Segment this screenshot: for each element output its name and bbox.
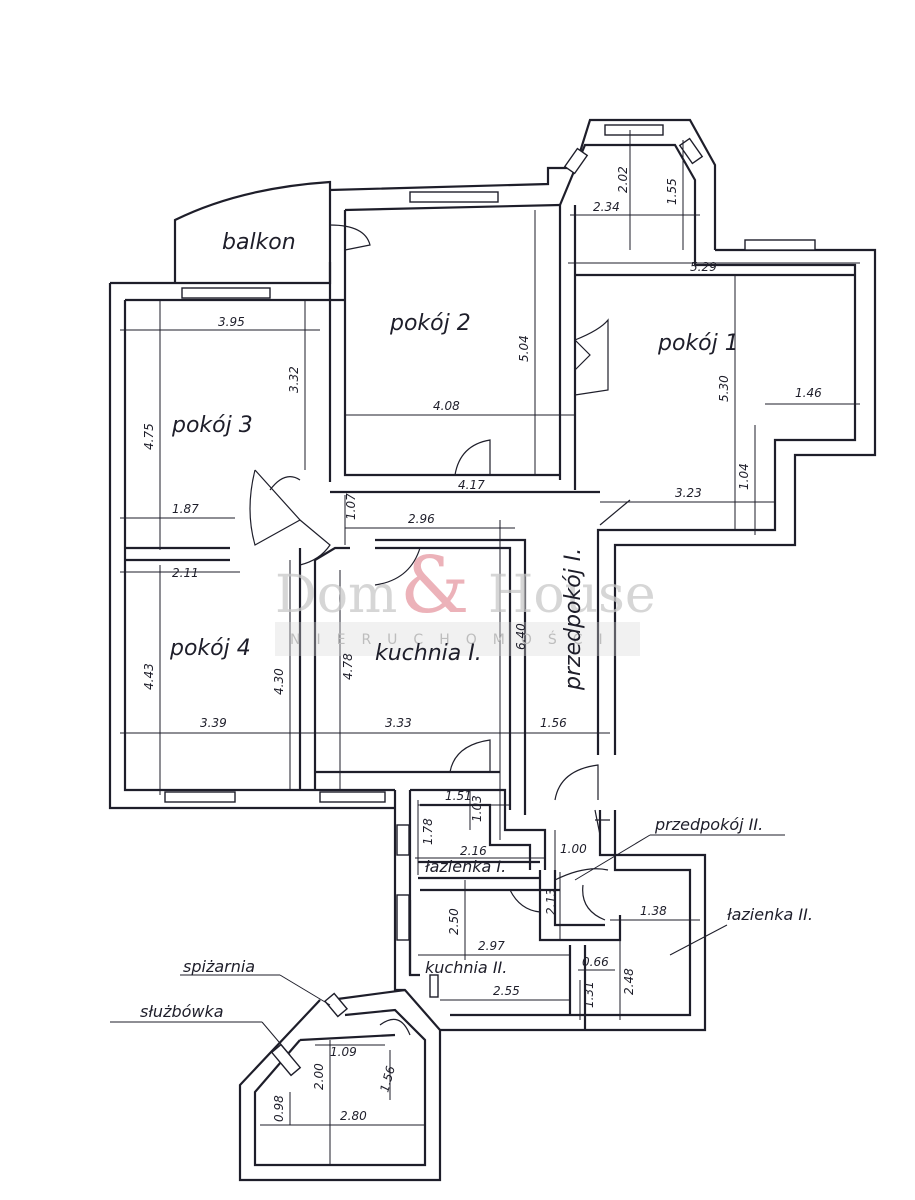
dim-0-66: 0.66 (582, 955, 609, 969)
dim-2-11: 2.11 (172, 566, 199, 580)
watermark-ampersand: & (400, 541, 469, 631)
windows (164, 124, 816, 1077)
dim-4-75: 4.75 (142, 423, 156, 450)
dim-1-56-hall: 1.56 (540, 716, 567, 730)
window (429, 974, 439, 998)
dim-1-03: 1.03 (470, 795, 484, 822)
dim-1-78: 1.78 (421, 818, 435, 845)
dim-1-38: 1.38 (640, 904, 667, 918)
room-label-pokoj-3: pokój 3 (171, 413, 253, 438)
room-label-lazienka-2: łazienka II. (727, 905, 813, 924)
room-label-przedpokoj-2: przedpokój II. (654, 815, 763, 834)
room-label-pokoj-4: pokój 4 (169, 636, 251, 661)
window (270, 1043, 302, 1077)
dim-3-95: 3.95 (218, 315, 245, 329)
room-labels: balkon pokój 2 pokój 1 pokój 3 pokój 4 k… (140, 230, 813, 1021)
dim-3-39: 3.39 (200, 716, 227, 730)
dim-3-32: 3.32 (287, 366, 301, 393)
dim-4-43: 4.43 (142, 663, 156, 690)
dim-2-80: 2.80 (340, 1109, 367, 1123)
dim-1-31: 1.31 (582, 981, 596, 1008)
dim-6-40: 6.40 (514, 623, 528, 650)
watermark-band (275, 622, 640, 656)
dim-2-55: 2.55 (493, 984, 520, 998)
dim-0-98: 0.98 (272, 1095, 286, 1122)
dim-2-16: 2.16 (460, 844, 487, 858)
dimension-lines (120, 130, 860, 1165)
dim-1-55: 1.55 (665, 178, 679, 205)
room-label-balkon: balkon (222, 230, 296, 255)
watermark-brand-right: House (488, 565, 656, 625)
window (319, 791, 386, 803)
dim-1-51: 1.51 (445, 789, 472, 803)
dim-5-04: 5.04 (517, 335, 531, 362)
dim-1-46: 1.46 (795, 386, 822, 400)
dim-2-02: 2.02 (616, 166, 630, 193)
dim-4-78: 4.78 (341, 653, 355, 680)
window (563, 147, 589, 175)
dim-2-13: 2.13 (544, 888, 558, 915)
dim-1-07: 1.07 (344, 493, 358, 520)
dim-2-97: 2.97 (478, 939, 505, 953)
room-label-sluzbowka: służbówka (140, 1002, 224, 1021)
room-label-pokoj-2: pokój 2 (389, 311, 471, 336)
dim-4-30: 4.30 (272, 668, 286, 695)
dim-1-09: 1.09 (330, 1045, 357, 1059)
window (744, 239, 816, 251)
dim-4-08: 4.08 (433, 399, 460, 413)
dim-1-04: 1.04 (737, 463, 751, 490)
room-label-pokoj-1: pokój 1 (657, 331, 739, 356)
leader-lines (110, 834, 785, 1056)
window (164, 791, 236, 803)
dim-2-50: 2.50 (447, 908, 461, 935)
room-label-spizarnia: spiżarnia (183, 957, 255, 976)
window (678, 137, 704, 165)
dim-2-96: 2.96 (408, 512, 435, 526)
window (409, 191, 499, 203)
dim-2-00: 2.00 (312, 1063, 326, 1090)
window (604, 124, 664, 136)
room-label-przedpokoj-1: przedpokój I. (561, 548, 586, 691)
window (396, 894, 410, 941)
dim-3-23: 3.23 (675, 486, 702, 500)
dim-2-48: 2.48 (622, 968, 636, 995)
watermark: Dom & House NIERUCHOMOŚCI (275, 541, 656, 656)
room-label-lazienka-1: łazienka I. (425, 857, 506, 876)
dim-5-29: 5.29 (690, 260, 717, 274)
doors (249, 224, 631, 1036)
dim-1-87: 1.87 (172, 502, 199, 516)
watermark-tagline: NIERUCHOMOŚCI (290, 630, 619, 648)
dim-3-33: 3.33 (385, 716, 412, 730)
dim-4-17: 4.17 (458, 478, 485, 492)
outer-walls (108, 118, 877, 1182)
dim-2-34: 2.34 (593, 200, 620, 214)
window (181, 287, 271, 299)
dim-1-00: 1.00 (560, 842, 587, 856)
watermark-brand-left: Dom (275, 565, 397, 625)
window (396, 824, 410, 856)
window (323, 992, 349, 1018)
dimension-labels: 2.02 2.34 1.55 5.29 3.95 5.04 5.30 1.46 … (142, 166, 822, 1123)
dim-5-30: 5.30 (717, 375, 731, 402)
room-label-kuchnia-1: kuchnia I. (375, 641, 482, 666)
dim-1-56-sluzbowka: 1.56 (377, 1064, 398, 1094)
room-label-kuchnia-2: kuchnia II. (425, 958, 507, 977)
